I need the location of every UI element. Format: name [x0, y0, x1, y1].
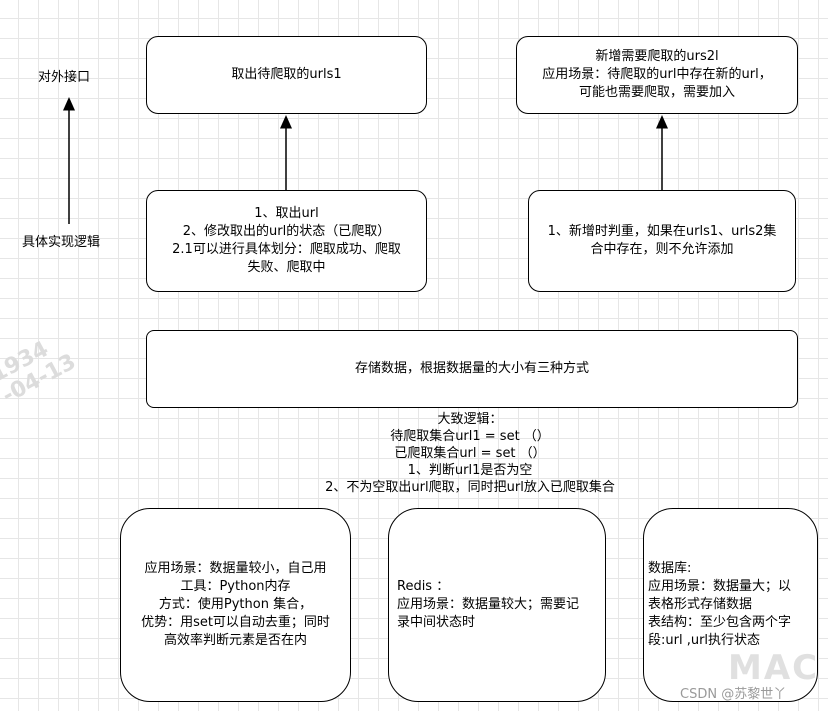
add-urls-box: 新增需要爬取的urs2l 应用场景：待爬取的url中存在新的url， 可能也需要…: [516, 36, 798, 114]
database-line: 表结构：至少包含两个字: [648, 615, 792, 630]
storage-text: 存储数据，根据数据量的大小有三种方式: [354, 361, 589, 376]
fetch-logic-line: 1、取出url: [254, 206, 319, 221]
python-line: 高效率判断元素是否在内: [163, 633, 307, 648]
redis-line: Redis ：: [397, 579, 450, 594]
dedupe-logic-line: 1、新增时判重，如果在urls1、urls2集: [547, 224, 777, 239]
logic-line: 大致逻辑：: [437, 412, 503, 427]
dedupe-logic-box: 1、新增时判重，如果在urls1、urls2集 合中存在，则不允许添加: [528, 190, 796, 292]
database-box: 数据库: 应用场景：数据量大；以 表格形式存储数据 表结构：至少包含两个字 段:…: [643, 508, 818, 702]
database-line: 数据库:: [648, 561, 692, 576]
python-memory-box: 应用场景：数据量较小，自己用 工具：Python内存 方式：使用Python 集…: [120, 508, 351, 702]
fetch-urls-text: 取出待爬取的urls1: [231, 67, 342, 82]
fetch-logic-line: 失败、爬取中: [247, 260, 326, 275]
fetch-logic-line: 2、修改取出的url的状态（已爬取）: [182, 224, 391, 239]
external-interface-label: 对外接口: [38, 70, 91, 85]
logic-line: 待爬取集合url1 = set （）: [390, 429, 550, 444]
logic-line: 已爬取集合url = set （）: [394, 446, 546, 461]
python-line: 方式：使用Python 集合，: [158, 597, 313, 612]
python-line: 工具：Python内存: [180, 579, 291, 594]
add-urls-title: 新增需要爬取的urs2l: [595, 49, 719, 64]
database-line: 表格形式存储数据: [648, 597, 753, 612]
fetch-logic-box: 1、取出url 2、修改取出的url的状态（已爬取） 2.1可以进行具体划分：爬…: [146, 190, 427, 292]
logic-line: 2、不为空取出url爬取，同时把url放入已爬取集合: [325, 480, 615, 495]
logic-line: 1、判断url1是否为空: [407, 463, 533, 478]
redis-line: 录中间状态时: [397, 615, 476, 630]
fetch-urls-box: 取出待爬取的urls1: [146, 36, 427, 114]
python-line: 优势：用set可以自动去重；同时: [141, 615, 330, 630]
python-line: 应用场景：数据量较小，自己用: [144, 561, 327, 576]
redis-line: 应用场景：数据量较大；需要记: [397, 597, 580, 612]
fetch-logic-line: 2.1可以进行具体划分：爬取成功、爬取: [172, 242, 401, 257]
redis-box: Redis ： 应用场景：数据量较大；需要记 录中间状态时: [388, 508, 606, 702]
storage-box: 存储数据，根据数据量的大小有三种方式: [146, 330, 798, 408]
implementation-logic-label: 具体实现逻辑: [22, 235, 101, 250]
database-line: 段:url ,url执行状态: [648, 633, 761, 648]
database-line: 应用场景：数据量大；以: [648, 579, 792, 594]
add-urls-scenario-cont: 可能也需要爬取，需要加入: [578, 85, 735, 100]
dedupe-logic-line: 合中存在，则不允许添加: [590, 242, 734, 257]
general-logic-text: 大致逻辑： 待爬取集合url1 = set （） 已爬取集合url = set …: [260, 411, 680, 496]
add-urls-scenario: 应用场景：待爬取的url中存在新的url，: [542, 67, 772, 82]
